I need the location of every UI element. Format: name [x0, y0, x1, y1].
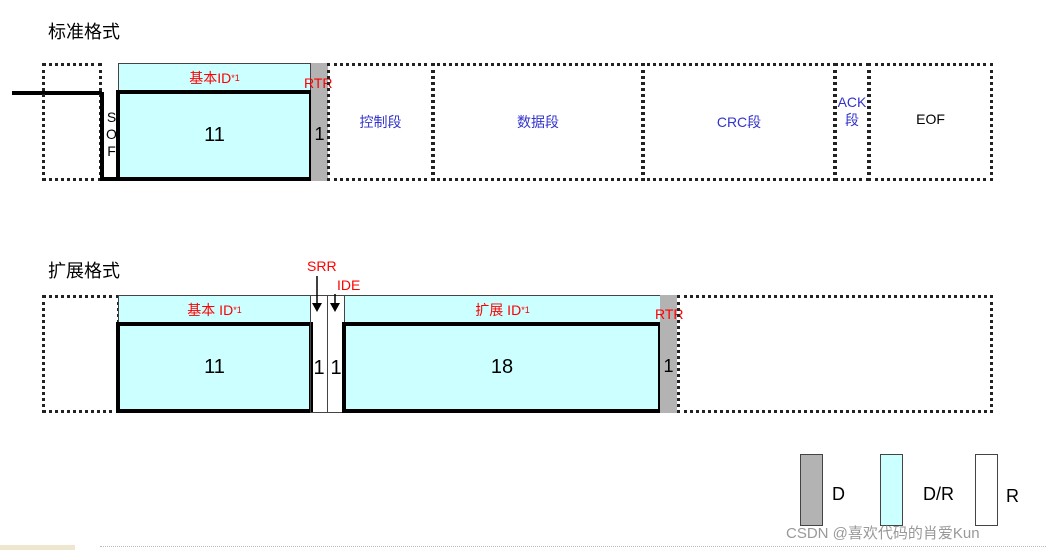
- ide-label: IDE: [337, 277, 361, 293]
- sof-letter: O: [106, 126, 117, 142]
- ack-text: ACK: [837, 94, 867, 110]
- ide-bits: 1: [330, 356, 342, 379]
- base-id-field: 11: [116, 90, 313, 181]
- legend-r-label: R: [1006, 486, 1019, 506]
- idle-field: [42, 295, 120, 413]
- rtr-label: RTR: [304, 75, 333, 91]
- base-id-text: 基本 ID: [187, 301, 234, 318]
- ack-text: 段: [845, 112, 859, 128]
- legend-dr-swatch: [880, 454, 903, 526]
- arrow-down-icon: [312, 276, 340, 312]
- ack-field: ACK 段: [834, 63, 870, 181]
- extended-format-title: 扩展格式: [48, 261, 120, 281]
- idle-field: [42, 63, 102, 181]
- standard-format-title: 标准格式: [48, 22, 120, 42]
- control-field: 控制段: [327, 63, 434, 181]
- remaining-fields: [677, 295, 993, 413]
- eof-field: EOF: [868, 63, 993, 181]
- srr-bits: 1: [313, 356, 325, 379]
- sof-letter: F: [107, 143, 116, 159]
- base-id-label: 基本 ID*1: [118, 295, 311, 324]
- rtr-field: 1: [660, 295, 677, 413]
- sof-letter: S: [106, 109, 117, 125]
- ext-id-field: 18: [342, 322, 662, 413]
- legend-dr-label: D/R: [923, 484, 954, 504]
- legend-r-swatch: [975, 454, 998, 526]
- data-field: 数据段: [432, 63, 644, 181]
- bus-line: [12, 91, 102, 95]
- footnote: *1: [521, 304, 530, 315]
- page-border: [100, 546, 1046, 547]
- crc-field: CRC段: [642, 63, 836, 181]
- base-id-text: 基本ID: [189, 70, 232, 86]
- legend-d-label: D: [832, 484, 845, 504]
- footnote: *1: [231, 73, 240, 83]
- base-id-label: 基本ID*1: [118, 63, 311, 93]
- rtr-field: 1: [311, 63, 328, 181]
- footnote: *1: [233, 304, 242, 315]
- ext-id-label: 扩展 ID*1: [344, 295, 661, 324]
- watermark: CSDN @喜欢代码的肖爱Kun: [786, 525, 980, 542]
- rtr-label: RTR: [655, 306, 684, 322]
- legend-d-swatch: [800, 454, 823, 526]
- page-edge: [0, 545, 75, 550]
- srr-label: SRR: [307, 258, 337, 274]
- base-id-field: 11: [116, 322, 313, 413]
- ext-id-text: 扩展 ID: [475, 301, 522, 318]
